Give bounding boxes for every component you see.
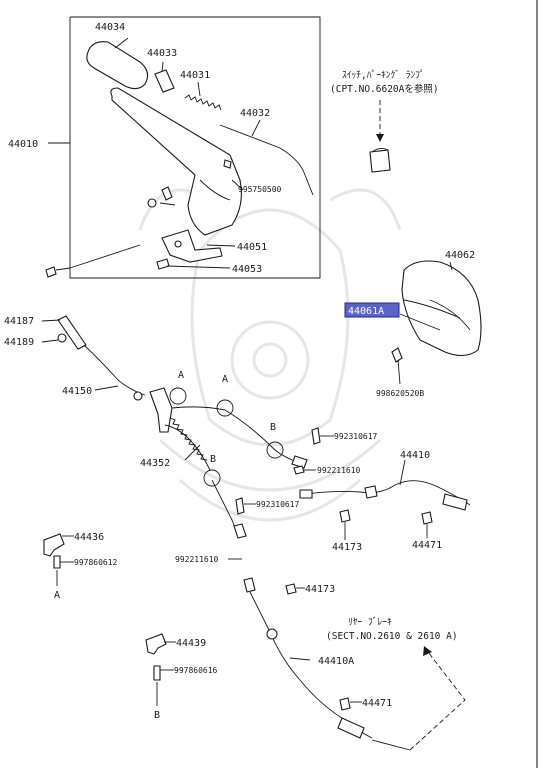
rear-brake-arrow [371,646,466,751]
bracket-44436 [43,533,74,586]
label-44471-upper: 44471 [412,540,442,551]
label-44173-upper: 44173 [332,542,362,553]
label-44062: 44062 [445,250,475,261]
lever-grip [86,37,149,90]
label-997860616: 997860616 [174,666,218,675]
label-44189: 44189 [4,337,34,348]
note-switch-line2: (CPT.NO.6620Aを参照) [330,83,439,95]
marker-b1: B [270,422,276,433]
cable-branch-b2 [211,479,239,536]
label-992310617-upper: 992310617 [334,432,378,441]
label-44033: 44033 [147,48,177,59]
cable-end-b1 [291,455,308,469]
label-44352: 44352 [140,458,170,469]
marker-b3: B [154,710,160,721]
lever-bracket [147,179,244,208]
label-992310617-lower: 992310617 [256,500,300,509]
marker-a1: A [178,370,184,381]
label-44032: 44032 [240,108,270,119]
label-44061A[interactable]: 44061A [348,306,384,317]
release-rod [219,119,314,196]
clip-44173-upper [339,509,351,540]
return-spring [169,417,208,461]
label-44051: 44051 [237,242,267,253]
cover-screw [391,347,403,385]
marker-a2: A [222,374,228,385]
clip-44173-lower [285,583,305,595]
cable-end-b2 [233,523,247,539]
pin-992211610-upper [293,465,316,475]
note-switch-line1: ｽｲｯﾁ,ﾊﾟｰｷﾝｸﾞ ﾗﾝﾌﾟ [342,70,425,81]
label-44471-lower: 44471 [362,698,392,709]
lever-body [110,87,242,236]
lever-spring [184,81,222,111]
label-44410A: 44410A [318,656,354,667]
label-44173-lower: 44173 [305,584,335,595]
clip-44471-upper [421,511,433,538]
clip-992310617-upper [311,427,334,445]
lever-base-plate [161,229,236,263]
label-44010: 44010 [8,139,38,150]
marker-a3: A [54,590,60,601]
clip-992310617-lower [235,497,256,515]
label-44031: 44031 [180,70,210,81]
clip-44471-lower [339,697,362,711]
label-44034: 44034 [95,22,125,33]
floor-bolt [45,244,141,278]
label-44436: 44436 [74,532,104,543]
lever-group-box [48,16,321,279]
label-992211610-upper: 992211610 [317,466,361,475]
label-44053: 44053 [232,264,262,275]
note-rear-line2: (SECT.NO.2610 & 2610 A) [326,631,458,642]
rear-cable-left [243,577,373,739]
label-995750500: 995750500 [238,185,282,194]
note-rear-line1: ﾘﾔｰ ﾌﾞﾚｰｷ [348,617,392,628]
cable-equalizer [133,387,226,471]
switch-arrow [376,100,384,142]
highlight-44061A[interactable] [344,302,400,318]
marker-b2: B [210,454,216,465]
markers [169,387,284,487]
label-44187: 44187 [4,316,34,327]
label-44150: 44150 [62,386,92,397]
label-44439: 44439 [176,638,206,649]
label-992211610-lower: 992211610 [175,555,219,564]
label-44410: 44410 [400,450,430,461]
parking-lamp-switch [369,147,391,173]
cable-branch-b1 [224,409,299,463]
lever-bolt [156,258,231,270]
front-cable [41,315,146,396]
bracket-44439 [145,633,176,706]
label-997860612: 997860612 [74,558,118,567]
label-998620520B: 998620520B [376,389,424,398]
rear-cable-right [299,459,471,511]
release-button [154,61,175,93]
console-cover [399,260,482,357]
